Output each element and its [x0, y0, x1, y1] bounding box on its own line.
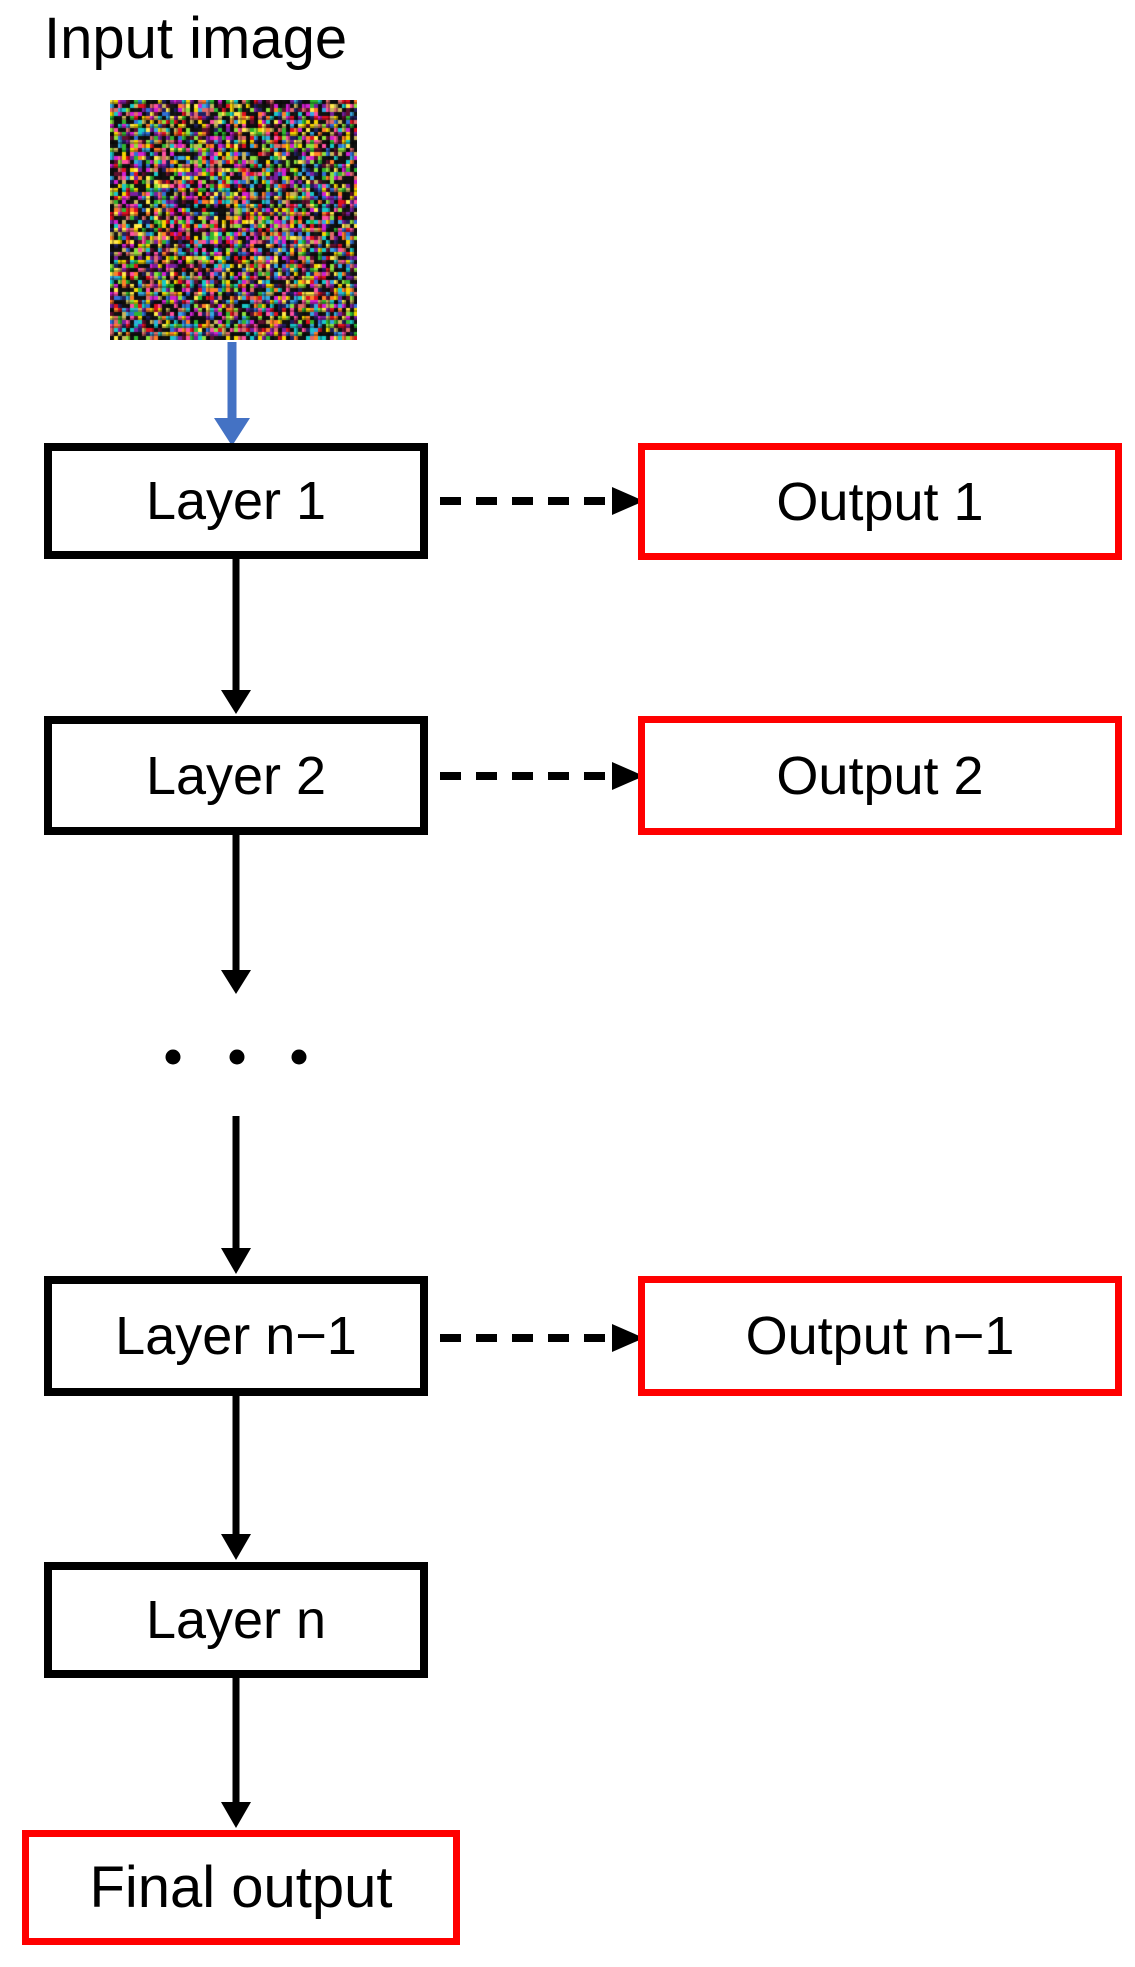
page-title: Input image — [44, 6, 348, 71]
final-output-label: Final output — [89, 1855, 393, 1920]
output2-box: Output 2 — [638, 716, 1122, 835]
dashed-arrow-layer1-to-output1 — [440, 487, 644, 515]
final-output-box: Final output — [22, 1830, 460, 1945]
layer2-box: Layer 2 — [44, 716, 428, 835]
layer-n-box: Layer n — [44, 1562, 428, 1678]
dashed-arrow-layer2-to-output2 — [440, 762, 644, 790]
ellipsis-dots — [165, 1049, 307, 1065]
arrow-layer1-to-layer2 — [221, 559, 251, 714]
dashed-arrow-layern1-to-outputn1 — [440, 1324, 644, 1352]
output-n-minus-1-box: Output n−1 — [638, 1276, 1122, 1396]
layer1-box: Layer 1 — [44, 443, 428, 559]
output2-label: Output 2 — [776, 745, 984, 806]
arrow-layern-to-final — [221, 1678, 251, 1828]
layer-n-minus-1-box: Layer n−1 — [44, 1276, 428, 1396]
layer-n-minus-1-label: Layer n−1 — [115, 1306, 357, 1366]
output1-label: Output 1 — [776, 471, 984, 532]
noise-input-image — [110, 100, 357, 340]
layer1-label: Layer 1 — [145, 471, 327, 531]
arrow-layer2-to-ellipsis — [221, 835, 251, 994]
arrow-layern1-to-layern — [221, 1396, 251, 1560]
layer2-label: Layer 2 — [145, 745, 327, 806]
layer-n-label: Layer n — [145, 1590, 327, 1650]
arrow-input-to-layer1 — [214, 342, 250, 446]
arrow-ellipsis-to-layern1 — [221, 1116, 251, 1274]
output-n-minus-1-label: Output n−1 — [745, 1306, 1015, 1366]
output1-box: Output 1 — [638, 443, 1122, 560]
